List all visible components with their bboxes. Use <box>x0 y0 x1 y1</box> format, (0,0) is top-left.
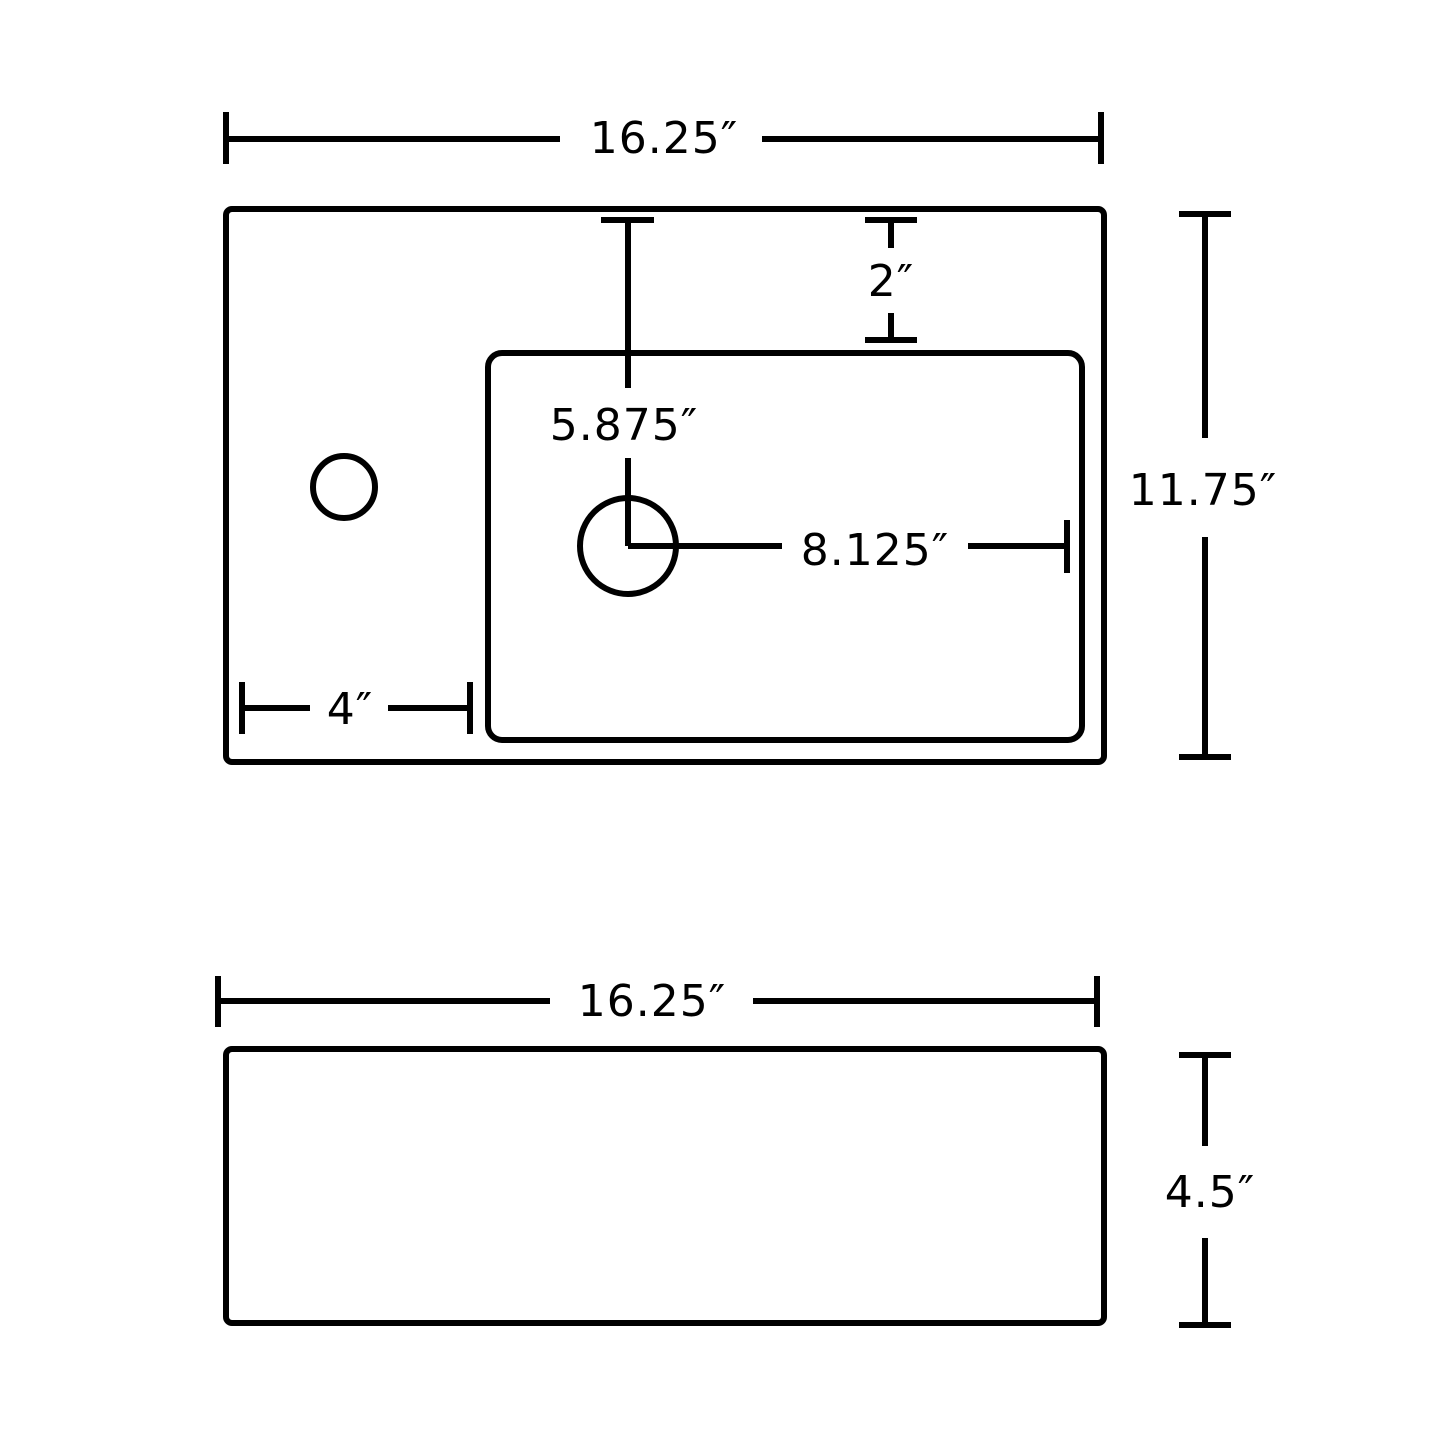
sink-outline-top <box>223 206 1107 765</box>
front-view: 16.25″ 4.5″ <box>215 976 1255 1328</box>
drain-from-back-dimension: 5.875″ <box>550 217 698 546</box>
drain-to-right-dimension: 8.125″ <box>628 520 1070 576</box>
front-width-label: 16.25″ <box>578 976 726 1027</box>
front-height-dimension: 4.5″ <box>1165 1052 1255 1328</box>
front-width-dimension: 16.25″ <box>215 976 1100 1027</box>
sink-outline-front <box>223 1046 1107 1326</box>
drain-to-right-label: 8.125″ <box>801 525 949 576</box>
top-width-dimension: 16.25″ <box>223 112 1104 164</box>
top-width-label: 16.25″ <box>590 113 738 164</box>
drain-from-back-label: 5.875″ <box>550 400 698 451</box>
back-to-basin-dimension: 2″ <box>865 217 917 343</box>
top-view: 16.25″ 11.75″ 2″ <box>223 112 1277 765</box>
back-to-basin-label: 2″ <box>868 256 914 307</box>
front-height-label: 4.5″ <box>1165 1167 1255 1218</box>
left-margin-label: 4″ <box>327 684 373 735</box>
top-depth-label: 11.75″ <box>1129 465 1277 516</box>
left-margin-dimension: 4″ <box>239 682 473 735</box>
top-depth-dimension: 11.75″ <box>1129 211 1277 760</box>
basin-outline <box>485 350 1085 743</box>
faucet-hole <box>310 453 378 521</box>
